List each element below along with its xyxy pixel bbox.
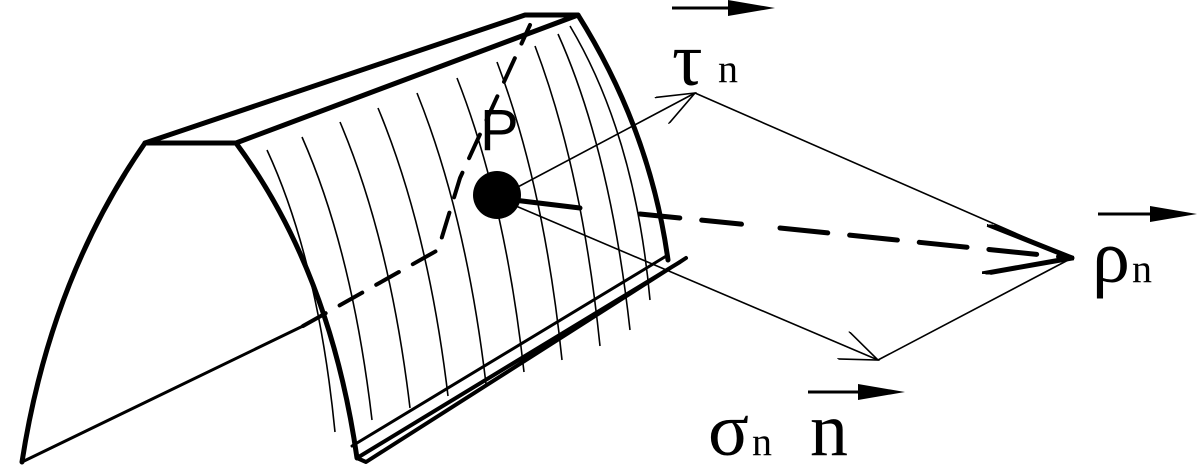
sigma-n-vector (496, 197, 878, 360)
point-label: P (480, 98, 519, 163)
hidden-edge-dashed (301, 23, 532, 328)
tau-label-group: τ n (672, 0, 775, 102)
left-base-line (20, 324, 305, 464)
rho-overarrow-head (1150, 206, 1197, 222)
curved-body (19, 12, 688, 465)
section-lines (266, 25, 651, 433)
normal-symbol: n (810, 388, 848, 472)
rho-symbol: ρ (1092, 215, 1130, 299)
sigma-to-rho-line (877, 257, 1073, 361)
sigma-symbol: σ (708, 388, 749, 472)
tau-symbol: τ (672, 18, 703, 102)
left-silhouette (19, 140, 148, 465)
tau-overarrow-head (728, 0, 775, 16)
point-p-dot (473, 171, 521, 219)
normal-overarrow-head (858, 384, 905, 400)
tau-subscript: n (718, 46, 738, 91)
sigma-subscript: n (752, 419, 772, 464)
rho-label-group: ρ n (1092, 206, 1197, 299)
tau-to-rho-line (694, 92, 1073, 259)
bottom-flange-inner (350, 253, 670, 448)
front-left-edge (233, 140, 360, 461)
sigma-label-group: σ n n (708, 384, 905, 472)
front-right-edge (575, 12, 671, 263)
rho-subscript: n (1132, 246, 1152, 291)
bottom-flange (355, 256, 688, 464)
tau-vector (496, 93, 695, 199)
